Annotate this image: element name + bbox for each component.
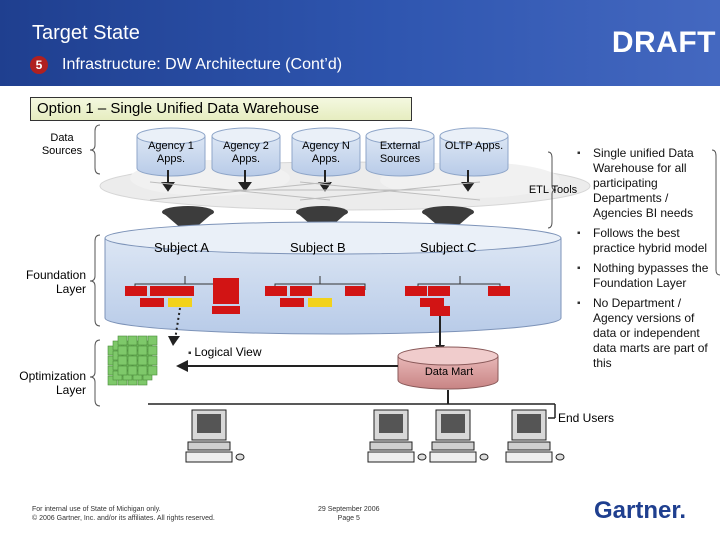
cube-cell — [137, 355, 148, 366]
label-etl-tools: ETL Tools — [528, 184, 578, 196]
logical-view-arrow — [168, 307, 181, 346]
cube-cell — [107, 365, 118, 376]
cube-cell — [142, 360, 153, 371]
source-cylinder-agency-1 — [136, 127, 206, 177]
optimization-cubes — [107, 335, 158, 386]
cube-cell — [117, 355, 128, 366]
cube-cell — [142, 350, 153, 361]
cube-cell — [132, 340, 143, 351]
cube-cell — [122, 360, 133, 371]
footer-date-page: 29 September 2006 Page 5 — [318, 505, 380, 523]
footer-page: Page 5 — [337, 515, 360, 522]
subject-a-label: Subject A — [154, 240, 209, 255]
note-item: Nothing bypasses the Foundation Layer — [575, 261, 715, 291]
mart-to-cubes-arrow — [176, 360, 398, 372]
source-label-external: External Sources — [379, 140, 421, 165]
label-foundation-layer: Foundation Layer — [25, 268, 86, 296]
cube-cell — [132, 370, 143, 381]
cube-cell — [147, 365, 158, 376]
cube-cell — [122, 350, 133, 361]
footer-line-1: For internal use of State of Michigan on… — [32, 506, 161, 513]
source-label-agency-n: Agency N Apps. — [302, 140, 350, 165]
source-label-agency-1: Agency 1 Apps. — [148, 140, 194, 165]
subject-b-label: Subject B — [290, 240, 346, 255]
layer-braces — [89, 124, 101, 407]
computer-icon — [367, 409, 427, 463]
source-label-oltp: OLTP Apps. — [444, 140, 504, 152]
cube-cell — [137, 365, 148, 376]
cube-cell — [122, 340, 133, 351]
computer-icon — [429, 409, 489, 463]
cube-cell — [127, 375, 138, 386]
cube-cell — [147, 355, 158, 366]
source-cylinder-agency-n — [291, 127, 361, 177]
option-title: Option 1 – Single Unified Data Warehouse — [30, 97, 412, 121]
notes-list: Single unified Data Warehouse for all pa… — [575, 146, 715, 376]
subject-c-label: Subject C — [420, 240, 477, 255]
cube-cell — [132, 360, 143, 371]
end-user-distribution — [148, 390, 556, 419]
cube-cell — [137, 335, 148, 346]
slide-title: Target State — [32, 22, 140, 44]
cube-cell — [142, 340, 153, 351]
cube-cell — [117, 335, 128, 346]
cube-cell — [132, 350, 143, 361]
cube-cell — [127, 355, 138, 366]
end-user-computers — [185, 409, 565, 463]
cube-cell — [147, 345, 158, 356]
cube-cell — [117, 375, 128, 386]
note-item: No Department / Agency versions of data … — [575, 296, 715, 371]
logical-view-label: Logical View — [188, 345, 261, 359]
footer-date: 29 September 2006 — [318, 506, 380, 513]
cube-cell — [117, 345, 128, 356]
cube-cell — [122, 370, 133, 381]
cube-cell — [112, 340, 123, 351]
cube-cell — [117, 365, 128, 376]
data-mart-label: Data Mart — [424, 366, 474, 378]
computer-icon — [185, 409, 245, 463]
cube-cell — [137, 345, 148, 356]
draft-label: DRAFT — [611, 26, 716, 59]
cube-cell — [112, 370, 123, 381]
cube-cell — [107, 355, 118, 366]
source-cylinders — [136, 127, 509, 177]
cube-cell — [142, 370, 153, 381]
gartner-logo: Gartner. — [594, 497, 687, 524]
cube-cell — [147, 335, 158, 346]
source-cylinder-oltp — [439, 127, 509, 177]
label-end-users: End Users — [558, 411, 615, 425]
source-cylinder-agency-2 — [211, 127, 281, 177]
cube-cell — [127, 345, 138, 356]
note-item: Single unified Data Warehouse for all pa… — [575, 146, 715, 221]
cube-cell — [112, 350, 123, 361]
data-mart-cylinder — [397, 346, 499, 390]
foundation-cylinder — [104, 221, 562, 335]
cube-cell — [127, 365, 138, 376]
note-item: Follows the best practice hybrid model — [575, 226, 715, 256]
source-cylinder-external — [365, 127, 435, 177]
footer-copyright: For internal use of State of Michigan on… — [32, 505, 215, 523]
slide-header: Target State DRAFT 5 Infrastructure: DW … — [0, 0, 720, 86]
footer-line-2: © 2006 Gartner, Inc. and/or its affiliat… — [32, 515, 215, 522]
label-optimization-layer: Optimization Layer — [19, 369, 86, 397]
source-label-agency-2: Agency 2 Apps. — [223, 140, 269, 165]
slide-subtitle: Infrastructure: DW Architecture (Cont’d) — [62, 56, 343, 73]
cube-cell — [112, 360, 123, 371]
cube-cell — [107, 375, 118, 386]
step-badge: 5 — [30, 56, 48, 74]
cube-cell — [107, 345, 118, 356]
cube-cell — [137, 375, 148, 386]
computer-icon — [505, 409, 565, 463]
cloud-connectors — [149, 181, 481, 201]
cube-cell — [127, 335, 138, 346]
er-tables — [125, 278, 510, 316]
label-data-sources: Data Sources — [41, 132, 83, 157]
